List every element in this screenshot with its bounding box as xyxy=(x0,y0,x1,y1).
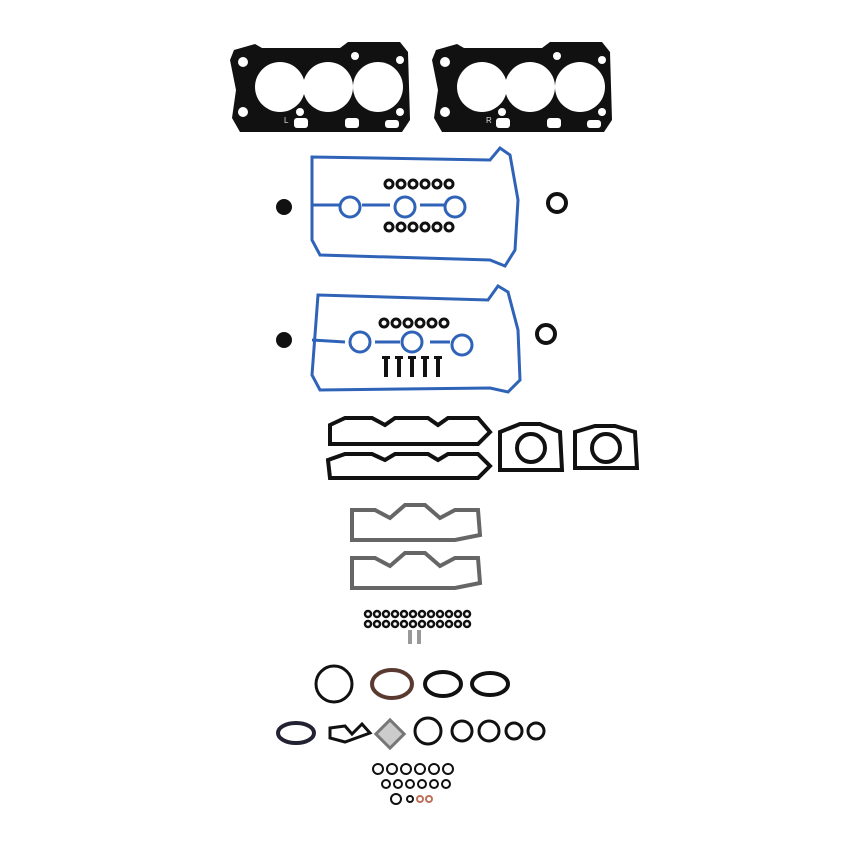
valve-cover-bolts xyxy=(382,356,442,377)
valve-cover-gasket-1 xyxy=(310,145,520,268)
small-orings xyxy=(363,609,472,629)
throttle-body-gaskets xyxy=(498,422,640,472)
spark-plug-seals-2 xyxy=(378,317,450,329)
intake-manifold-gaskets xyxy=(325,416,493,480)
misc-gaskets-row2 xyxy=(276,716,546,751)
cam-seal-2 xyxy=(535,323,557,345)
exhaust-manifold-gaskets xyxy=(350,503,483,590)
head-gasket-right-label: R xyxy=(486,116,492,125)
misc-gaskets-row1 xyxy=(314,664,510,704)
spark-plug-seals-1 xyxy=(383,178,455,233)
misc-orings xyxy=(372,763,454,805)
head-gasket-left xyxy=(230,42,410,132)
cam-seal-1 xyxy=(546,192,568,214)
dowel-pins xyxy=(408,630,421,644)
head-gasket-left-label: L xyxy=(284,116,289,125)
head-gasket-right xyxy=(432,42,612,132)
valve-cover-gasket-2 xyxy=(310,284,522,394)
cam-plug-2 xyxy=(276,332,292,348)
cam-plug-1 xyxy=(276,199,292,215)
